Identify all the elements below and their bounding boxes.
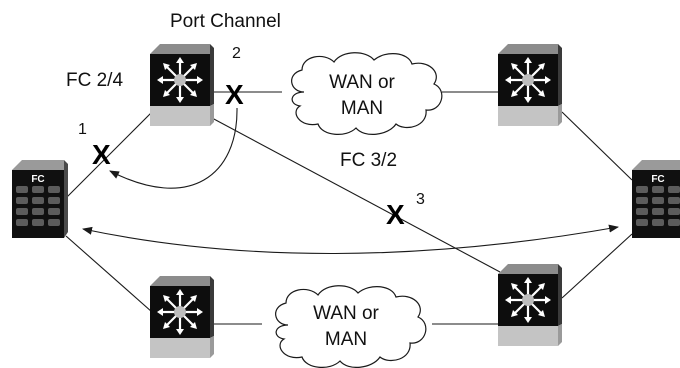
fc-device-left: FC bbox=[12, 160, 68, 238]
director-switch-bottom-right-icon bbox=[496, 262, 564, 348]
links bbox=[65, 91, 633, 325]
port-channel-failover-arrow bbox=[109, 107, 238, 189]
fc-device-right-label: FC bbox=[651, 174, 664, 185]
wan-cloud-bottom-line1: WAN or bbox=[313, 303, 379, 324]
fc-device-right: FC bbox=[632, 160, 680, 238]
failure-2-mark: X bbox=[225, 79, 244, 110]
director-switch-top-right-icon bbox=[496, 42, 564, 128]
wan-cloud-top-line1: WAN or bbox=[329, 72, 395, 93]
link-left-fc-to-bottom-switch bbox=[65, 235, 153, 313]
failure-3-mark: X bbox=[386, 199, 405, 230]
rerouted-path-arrow bbox=[82, 224, 619, 255]
fc-3-2-label: FC 3/2 bbox=[340, 150, 397, 171]
wan-cloud-top-line2: MAN bbox=[341, 98, 383, 119]
failure-2-number: 2 bbox=[232, 45, 241, 62]
wan-cloud-bottom: WAN or MAN bbox=[275, 285, 427, 368]
link-fc-3-2-diagonal bbox=[211, 117, 501, 273]
fc-2-4-label: FC 2/4 bbox=[66, 70, 123, 91]
failure-1-mark: X bbox=[92, 139, 111, 170]
wan-cloud-bottom-line2: MAN bbox=[325, 329, 367, 350]
port-channel-label: Port Channel bbox=[170, 11, 281, 32]
fc-device-left-label: FC bbox=[31, 174, 44, 185]
link-bottom-right-switch-to-right-fc bbox=[561, 233, 633, 299]
failure-3-number: 3 bbox=[416, 191, 425, 208]
link-top-right-switch-to-right-fc bbox=[561, 111, 633, 181]
director-switch-top-left-icon bbox=[148, 42, 216, 128]
wan-cloud-top: WAN or MAN bbox=[291, 52, 443, 136]
director-switch-bottom-left-icon bbox=[148, 274, 216, 360]
fc-tower-left-icon bbox=[12, 160, 68, 238]
fc-tower-right-icon bbox=[632, 160, 680, 238]
failure-1-number: 1 bbox=[78, 121, 87, 138]
link-left-fc-to-top-switch bbox=[65, 111, 153, 199]
